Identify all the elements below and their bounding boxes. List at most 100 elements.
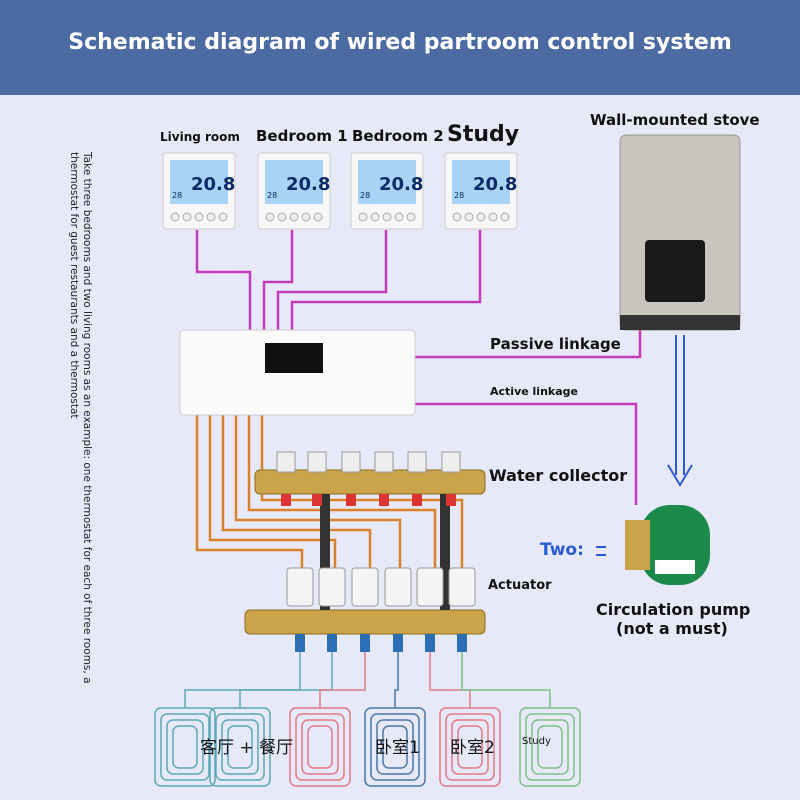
thermostat-button bbox=[170, 212, 180, 222]
heating-loop bbox=[370, 713, 420, 781]
outlet-valve bbox=[425, 634, 435, 652]
thermostat-button bbox=[182, 212, 192, 222]
loop-pipe bbox=[319, 652, 366, 708]
thermostat-button bbox=[218, 212, 228, 222]
valve-handle bbox=[412, 494, 422, 506]
wall-mounted-stove bbox=[619, 134, 741, 331]
two-marks bbox=[596, 546, 606, 556]
thermostat-button bbox=[206, 212, 216, 222]
label-study: Study bbox=[447, 122, 520, 147]
actuator-wires bbox=[195, 415, 464, 572]
passive-linkage-wire bbox=[415, 330, 642, 359]
heating-loop bbox=[445, 713, 495, 781]
valve-handle bbox=[281, 494, 291, 506]
thermostat-button bbox=[194, 212, 204, 222]
thermostat-setpoint: 28 bbox=[360, 191, 370, 200]
loop-pipe bbox=[461, 652, 551, 708]
valve-cap bbox=[341, 451, 361, 473]
thermostat-button bbox=[382, 212, 392, 222]
thermostat-button bbox=[476, 212, 486, 222]
loop-pipe bbox=[429, 652, 471, 708]
valve-cap bbox=[374, 451, 394, 473]
valve-cap bbox=[307, 451, 327, 473]
heating-loop bbox=[215, 713, 265, 781]
loop-pipe bbox=[239, 652, 333, 708]
actuator bbox=[318, 567, 346, 607]
loop-pipe bbox=[184, 652, 301, 708]
thermostat-button bbox=[301, 212, 311, 222]
valve-handle bbox=[346, 494, 356, 506]
label-pump: Circulation pump bbox=[596, 600, 751, 619]
label-two: Two: bbox=[540, 540, 584, 560]
thermostat-button bbox=[500, 212, 510, 222]
thermostat-temp: 20.8 bbox=[379, 174, 423, 195]
label-pump-note: (not a must) bbox=[616, 619, 728, 638]
label-stove: Wall-mounted stove bbox=[590, 111, 760, 129]
thermostat-button bbox=[394, 212, 404, 222]
heating-loop bbox=[166, 719, 204, 775]
valve-cap bbox=[276, 451, 296, 473]
label-bedroom-1: Bedroom 1 bbox=[256, 127, 348, 145]
heating-loop bbox=[172, 725, 198, 769]
label-living-room: Living room bbox=[160, 130, 240, 144]
thermostat-temp: 20.8 bbox=[473, 174, 517, 195]
valve-handle bbox=[446, 494, 456, 506]
heating-loop bbox=[307, 725, 333, 769]
zone-study: Study bbox=[522, 736, 551, 747]
heating-loop bbox=[160, 713, 210, 781]
flow-pipes bbox=[667, 335, 693, 487]
thermostat-button bbox=[452, 212, 462, 222]
label-active-linkage: Active linkage bbox=[490, 385, 578, 398]
thermostat-setpoint: 28 bbox=[267, 191, 277, 200]
valve-cap bbox=[407, 451, 427, 473]
thermostat-temp: 20.8 bbox=[286, 174, 330, 195]
label-water-collector: Water collector bbox=[489, 466, 628, 485]
heating-loop bbox=[451, 719, 489, 775]
valve-handle bbox=[379, 494, 389, 506]
heating-loop bbox=[376, 719, 414, 775]
thermostat-button bbox=[406, 212, 416, 222]
thermostat-button bbox=[289, 212, 299, 222]
actuator bbox=[351, 567, 379, 607]
zone-bedroom-2: 卧室2 bbox=[450, 738, 495, 758]
page-title: Schematic diagram of wired partroom cont… bbox=[68, 30, 732, 55]
thermostat: 20.8 28 bbox=[257, 152, 331, 230]
outlet-valve bbox=[360, 634, 370, 652]
valve-cap bbox=[441, 451, 461, 473]
thermostat-button bbox=[277, 212, 287, 222]
thermostat-button bbox=[464, 212, 474, 222]
outlet-valve bbox=[393, 634, 403, 652]
label-passive-linkage: Passive linkage bbox=[490, 335, 621, 353]
thermostat-button bbox=[370, 212, 380, 222]
active-linkage-wire bbox=[415, 402, 638, 505]
heating-loop bbox=[295, 713, 345, 781]
valve-handle bbox=[312, 494, 322, 506]
circulation-pump bbox=[625, 505, 710, 585]
actuator bbox=[384, 567, 412, 607]
thermostat-button bbox=[358, 212, 368, 222]
thermostat: 20.828 bbox=[162, 152, 236, 230]
zone-bedroom-1: 卧室1 bbox=[375, 738, 420, 758]
water-collector bbox=[244, 469, 486, 635]
title-banner: Schematic diagram of wired partroom cont… bbox=[0, 0, 800, 95]
thermostat-button bbox=[488, 212, 498, 222]
thermostat-button bbox=[313, 212, 323, 222]
outlet-valve bbox=[457, 634, 467, 652]
actuator bbox=[416, 567, 444, 607]
label-bedroom-2: Bedroom 2 bbox=[352, 127, 444, 145]
thermostat: 20.8 28 bbox=[350, 152, 424, 230]
controller-box bbox=[179, 329, 416, 416]
thermostat-setpoint: 28 bbox=[172, 191, 182, 200]
heating-loop bbox=[537, 725, 563, 769]
heating-loop bbox=[525, 713, 575, 781]
outlet-valve bbox=[327, 634, 337, 652]
heating-loop bbox=[301, 719, 339, 775]
heating-loop bbox=[457, 725, 483, 769]
actuator bbox=[286, 567, 314, 607]
loop-pipe bbox=[394, 652, 399, 708]
heating-loop bbox=[221, 719, 259, 775]
valves bbox=[276, 451, 476, 652]
heating-loop bbox=[227, 725, 253, 769]
